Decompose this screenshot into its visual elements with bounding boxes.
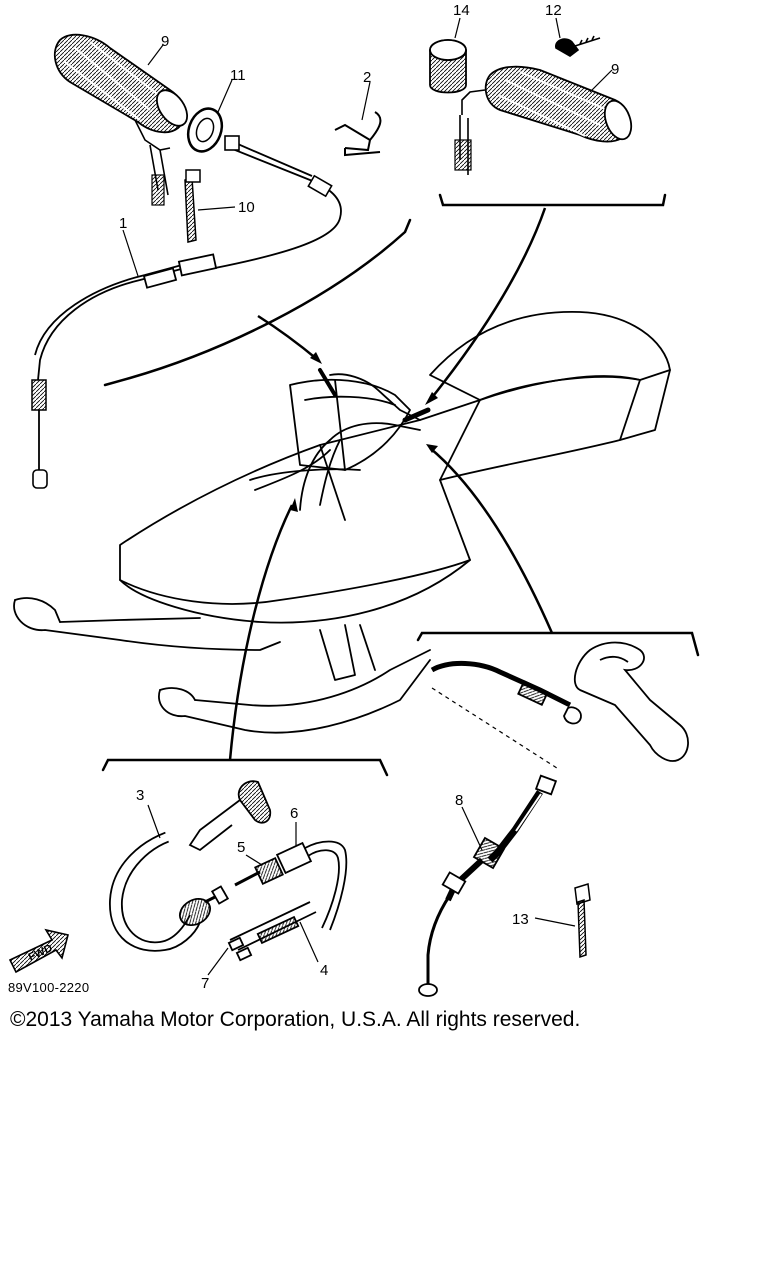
callout-cable-main: 1 — [119, 215, 127, 232]
parts-diagram: FWD 9 11 2 10 1 14 12 9 3 6 5 7 4 8 13 — [8, 2, 700, 997]
end-cap — [429, 39, 467, 94]
callout-end-cap: 14 — [453, 2, 470, 19]
callout-cable-five: 5 — [237, 839, 245, 856]
cable-main — [31, 135, 342, 489]
callout-cable-six: 6 — [290, 805, 298, 822]
callout-cable-starter: 3 — [136, 787, 144, 804]
grip-right — [454, 65, 633, 175]
brake-lever-assembly — [430, 641, 689, 771]
screw — [555, 35, 601, 57]
callout-band: 13 — [512, 911, 529, 928]
callout-cable-four: 4 — [320, 962, 328, 979]
band — [574, 883, 591, 959]
fwd-arrow-icon: FWD — [8, 928, 69, 974]
callout-leaders — [122, 17, 613, 976]
arrow-heads — [290, 352, 438, 512]
clip — [334, 111, 382, 157]
callout-grip-left: 9 — [161, 33, 169, 50]
fwd-label: FWD — [27, 942, 55, 963]
callout-brackets — [101, 193, 700, 777]
callout-cable-eight: 8 — [455, 792, 463, 809]
copyright-notice: ©2013 Yamaha Motor Corporation, U.S.A. A… — [10, 1008, 581, 1031]
leader-arrows — [228, 207, 554, 761]
grip-left — [53, 33, 189, 206]
cable-eight — [418, 774, 558, 997]
callout-switch-wire-left: 10 — [238, 199, 255, 216]
callout-cable-seven: 7 — [201, 975, 209, 992]
switch-wire-left — [184, 169, 201, 243]
callout-washer: 11 — [230, 67, 246, 84]
washer — [186, 107, 224, 153]
callout-clip: 2 — [363, 69, 371, 86]
snowmobile-illustration — [13, 311, 671, 734]
callout-grip-right: 9 — [611, 61, 619, 78]
cable-starter-assembly — [109, 780, 348, 962]
callout-labels: 9 11 2 10 1 14 12 9 3 6 5 7 4 8 13 — [119, 2, 619, 992]
drawing-code: 89V100-2220 — [8, 980, 90, 995]
callout-screw: 12 — [545, 2, 562, 19]
